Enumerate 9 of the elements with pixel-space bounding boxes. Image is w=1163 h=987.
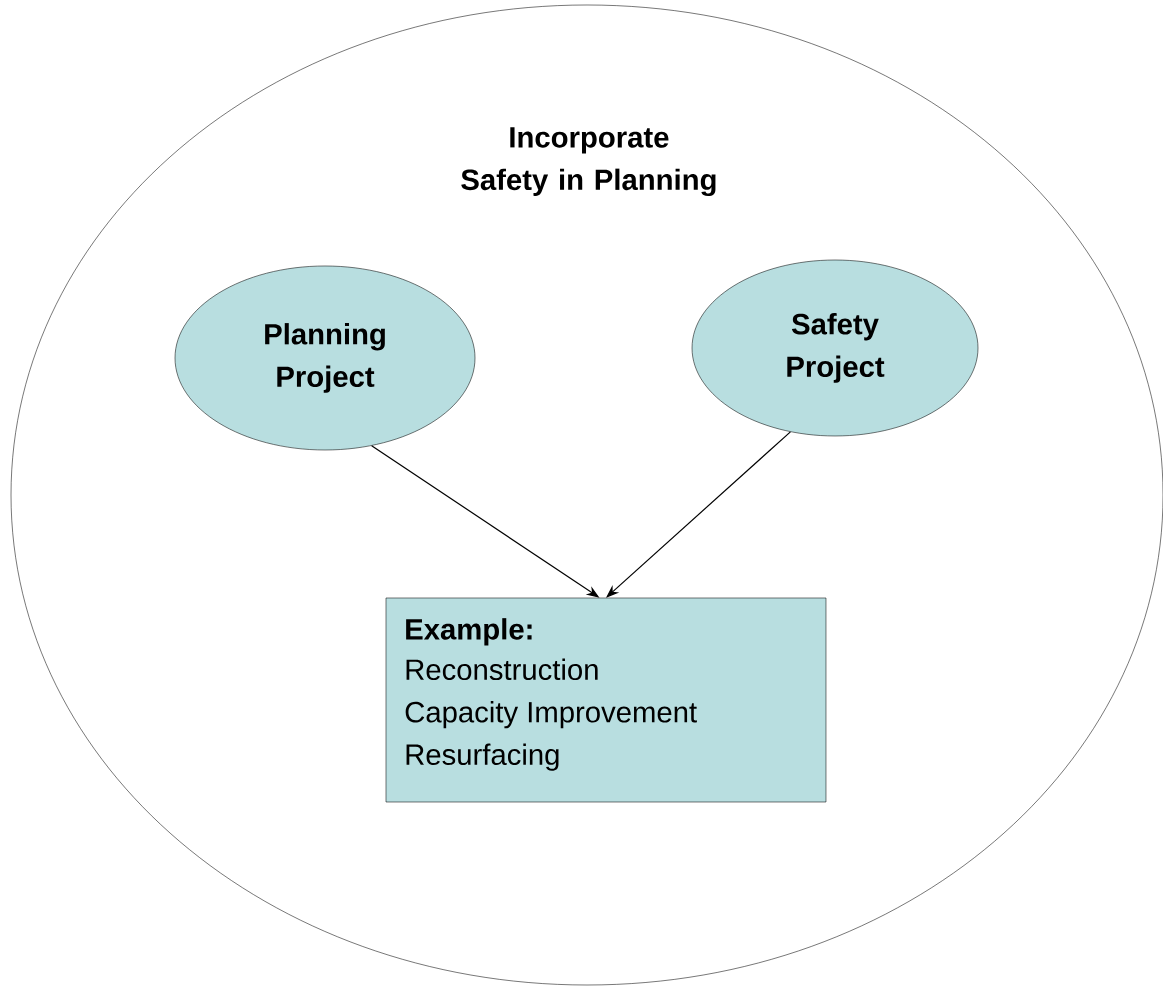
example-box (385, 597, 827, 803)
heading: Incorporate Safety in Planning (461, 127, 716, 197)
node-label: Safety Project (787, 313, 885, 383)
ellipse-node (691, 259, 979, 437)
example-list: Reconstruction Capacity Improvement Resurfacing (405, 658, 697, 771)
arrow (606, 431, 791, 598)
ellipse-node (174, 265, 476, 451)
example-heading: Example: (406, 618, 532, 646)
node-label: Planning Project (265, 323, 385, 393)
